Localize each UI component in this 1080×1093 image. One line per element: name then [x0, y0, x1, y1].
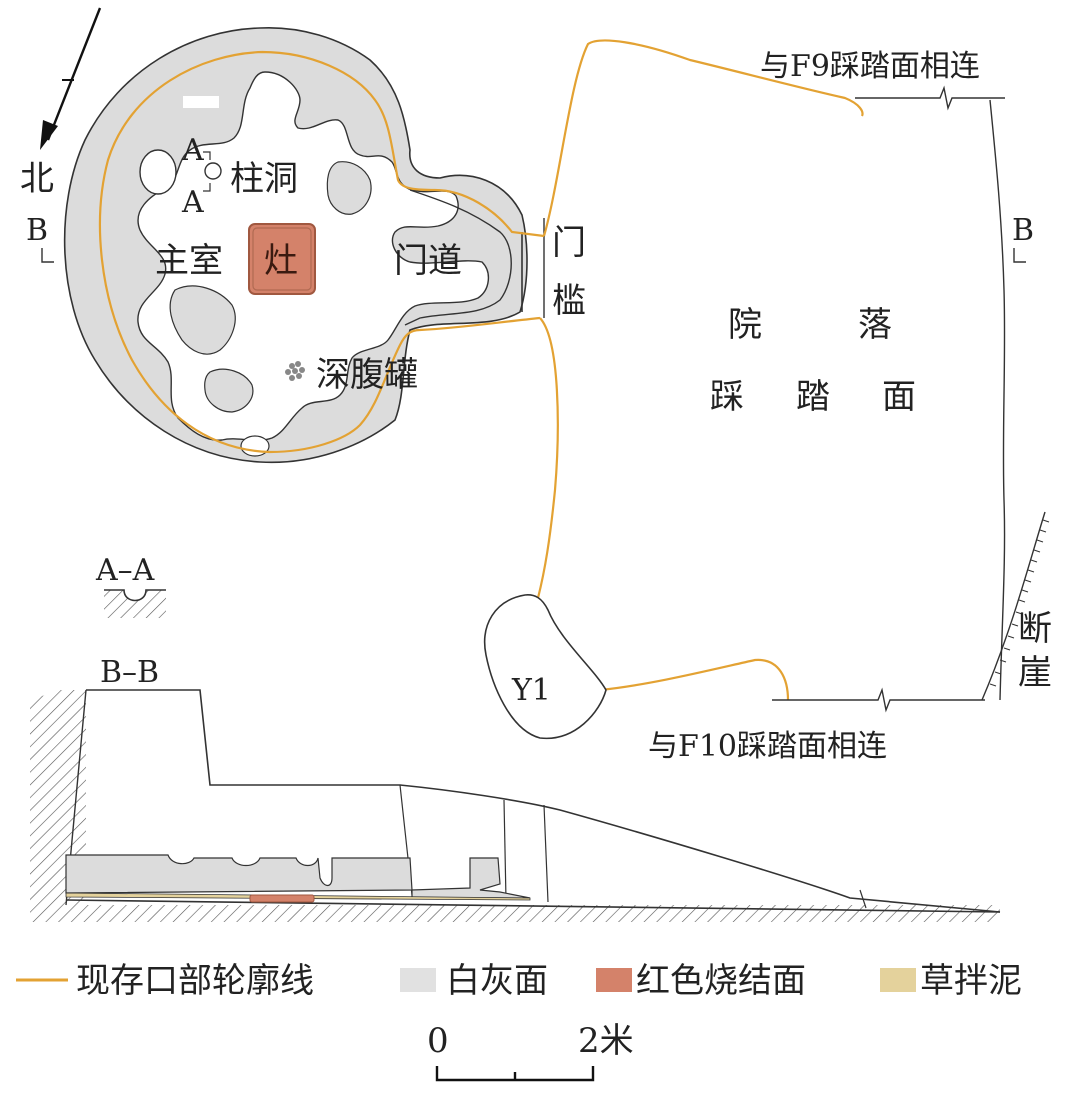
doorway-area: [404, 189, 512, 326]
section-divide: [503, 799, 507, 901]
scale-zero-label: 0: [427, 1021, 449, 1061]
threshold-label-1: 门: [552, 223, 586, 263]
section-a-label-top: A: [181, 133, 204, 168]
section-a-label-bottom: A: [181, 185, 204, 220]
current-outline-house: [98, 50, 545, 454]
cliff-label-2: 崖: [1018, 653, 1052, 693]
section-divide: [859, 889, 867, 909]
lime-floor-patch: [204, 368, 254, 413]
pillar-hole-label: 柱洞: [230, 159, 298, 199]
scale-bar-line: [435, 1066, 595, 1082]
y1-pit: [484, 594, 607, 740]
section-a-bracket: [203, 151, 211, 192]
marker-rect: [183, 96, 219, 108]
tread-label-2: 踏: [796, 377, 830, 417]
courtyard-label-1: 院: [728, 305, 762, 345]
labels: 北 B B A A 柱洞 主室 灶 门道 门 槛 深腹罐 院 落 踩 踏 面 与…: [20, 49, 1052, 764]
section-b-label-left: B: [26, 213, 48, 248]
legend-label-lime: 白灰面: [446, 961, 548, 1001]
scale-max-label: 2米: [578, 1021, 634, 1061]
section-b-tick-left: [41, 248, 54, 263]
lime-floor-section: [65, 854, 413, 894]
cliff-edge: [981, 511, 1046, 701]
current-outline-courtyard: [536, 39, 864, 701]
hearth-box: [248, 223, 316, 295]
legend-burnt-swatch-icon: [596, 968, 632, 992]
cliff-label-1: 断: [1018, 609, 1052, 649]
courtyard-east-edge: [989, 99, 1006, 701]
burnt-layer: [249, 894, 315, 903]
tread-label-1: 踩: [710, 377, 744, 417]
section-bb-label: B–B: [100, 655, 159, 690]
threshold-label-2: 槛: [552, 281, 586, 321]
lime-floor-patch: [240, 435, 270, 457]
legend: 现存口部轮廓线 白灰面 红色烧结面 草拌泥: [16, 961, 1022, 1001]
main-room-label: 主室: [155, 241, 223, 281]
lime-floor-patch: [139, 149, 177, 195]
lime-floor-section: [411, 857, 531, 899]
courtyard-north-edge: [855, 85, 1005, 111]
section-floor: [65, 899, 1001, 913]
doorway-label: 门道: [394, 241, 462, 281]
legend-straw-swatch-icon: [880, 968, 916, 992]
legend-label-burnt: 红色烧结面: [636, 961, 806, 1001]
cliff-hatch: [989, 519, 1050, 687]
section-aa-label: A–A: [95, 553, 155, 588]
connect-f9-label: 与F9踩踏面相连: [760, 49, 980, 84]
section-profile: [86, 689, 1001, 913]
section-b-label-right: B: [1012, 213, 1034, 248]
legend-label-outline: 现存口部轮廓线: [76, 961, 314, 1001]
lime-floor-patch: [326, 161, 372, 215]
scale-bar: 0 2米: [427, 1021, 634, 1082]
connect-f10-label: 与F10踩踏面相连: [648, 729, 887, 764]
deep-jar-icon: [285, 361, 305, 381]
courtyard-label-2: 落: [858, 305, 892, 345]
section-b-tick-right: [1013, 248, 1026, 263]
section-bb: [30, 689, 1001, 922]
north-label: 北: [20, 159, 54, 199]
plan-view: [40, 7, 1050, 740]
hearth-inner: [252, 227, 312, 291]
hearth-label: 灶: [264, 241, 298, 281]
courtyard-south-edge: [772, 687, 985, 713]
north-arrow-icon: [40, 7, 102, 150]
deep-jar-label: 深腹罐: [316, 355, 418, 395]
section-divide: [543, 804, 549, 903]
section-aa: [104, 579, 166, 618]
legend-label-straw: 草拌泥: [920, 961, 1022, 1001]
tread-label-3: 面: [882, 377, 916, 417]
y1-label: Y1: [511, 673, 551, 708]
lime-floor-patch: [169, 285, 236, 355]
legend-lime-swatch-icon: [400, 968, 436, 992]
pillar-hole-icon: [204, 162, 222, 180]
